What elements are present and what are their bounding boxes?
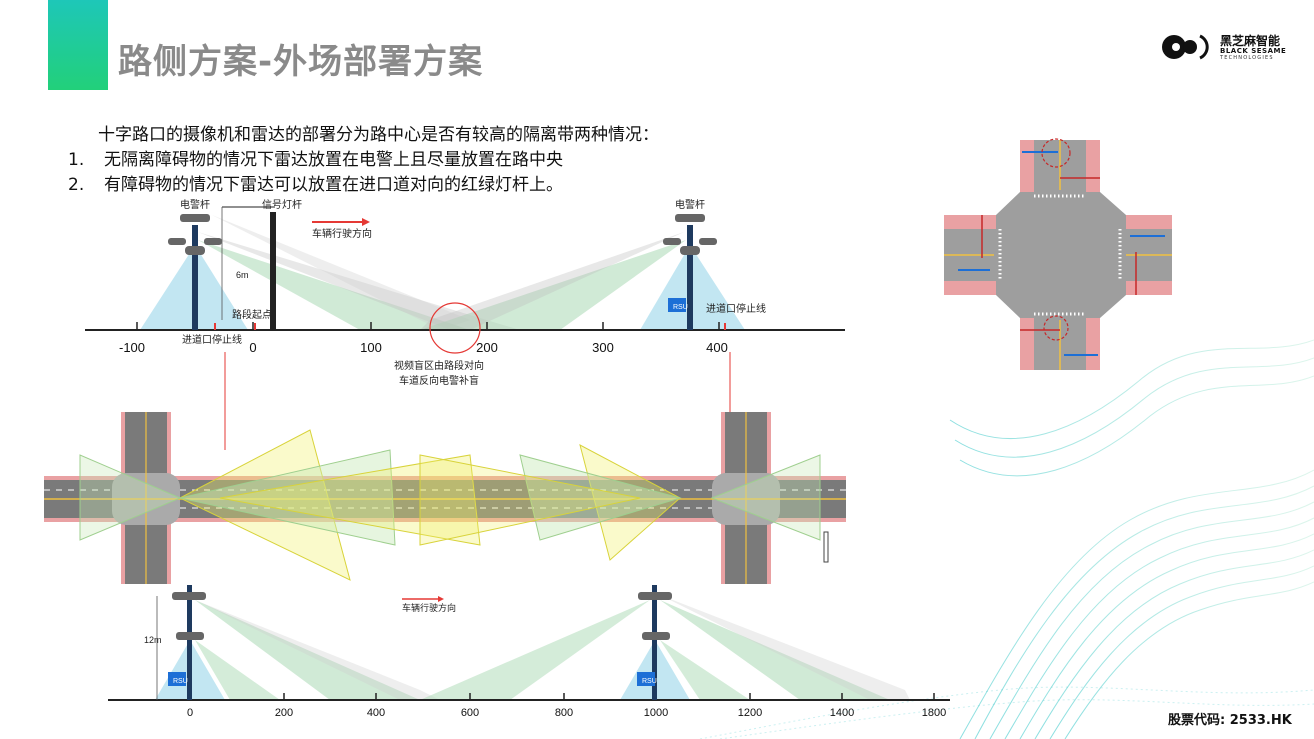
axis-tick-label: 400: [706, 340, 728, 355]
segment-start-label: 路段起点: [232, 308, 272, 321]
direction-label-bottom: 车辆行驶方向: [402, 602, 456, 613]
coverage-beams: [79, 429, 821, 581]
title-accent-block: [48, 0, 108, 90]
camera-cluster-bottom-right: [638, 592, 672, 640]
svg-text:RSU: RSU: [173, 678, 188, 685]
list-item: 2.有障碍物的情况下雷达可以放置在进口道对向的红绿灯杆上。: [68, 175, 563, 195]
axis-tick-label: 100: [360, 340, 382, 355]
axis-tick-label: 200: [275, 707, 293, 719]
rsu-icon: [168, 672, 186, 686]
axis-tick-label: 0: [187, 707, 193, 719]
axis-tick-label: 1000: [644, 707, 668, 719]
rsu-icon: [668, 298, 686, 312]
coverage-cones-bottom: [155, 595, 910, 700]
height-label-bottom: 12m: [144, 635, 162, 645]
list-item: 1.无隔离障碍物的情况下雷达放置在电警上且尽量放置在路中央: [68, 150, 563, 170]
svg-text:RSU: RSU: [673, 304, 688, 311]
height-label: 6m: [236, 270, 249, 280]
stopline-label-left: 进道口停止线: [182, 333, 242, 346]
radar-position-marker: [1043, 315, 1069, 341]
axis-tick-label: 300: [592, 340, 614, 355]
logo-text-cn: 黑芝麻智能: [1220, 34, 1281, 48]
logo-text-en: BLACK SESAME: [1220, 47, 1287, 55]
blind-note-line-2: 车道反向电警补盲: [399, 374, 479, 387]
rsu-icon: [637, 672, 655, 686]
axis-tick-label: 1200: [738, 707, 762, 719]
page-title: 路侧方案-外场部署方案: [118, 42, 484, 82]
direction-arrow-icon: [438, 596, 444, 602]
stock-code: 股票代码: 2533.HK: [1168, 713, 1292, 728]
logo-text-sub: TECHNOLOGIES: [1220, 55, 1274, 61]
svg-text:RSU: RSU: [642, 678, 657, 685]
axis-tick-label: 1800: [922, 707, 946, 719]
direction-arrow-icon: [362, 218, 370, 226]
pole-label-right: 电警杆: [675, 198, 705, 211]
camera-cluster-left: [168, 214, 222, 255]
pole-label: 电警杆: [180, 198, 210, 211]
intro-text: 十字路口的摄像机和雷达的部署分为路中心是否有较高的隔离带两种情况：: [98, 125, 659, 145]
company-logo: 黑芝麻智能 BLACK SESAME TECHNOLOGIES: [1160, 30, 1290, 64]
blind-zone-marker: [429, 302, 481, 354]
axis-tick-label: 400: [367, 707, 385, 719]
radar-position-marker: [1041, 138, 1071, 168]
stopline-label-right: 进道口停止线: [706, 302, 766, 315]
axis-tick-label: 600: [461, 707, 479, 719]
deployment-points: 1.无隔离障碍物的情况下雷达放置在电警上且尽量放置在路中央 2.有障碍物的情况下…: [68, 145, 563, 195]
axis-tick-label: 0: [249, 340, 256, 355]
camera-cluster-bottom-left: [172, 592, 206, 640]
axis-tick-label: 800: [555, 707, 573, 719]
direction-label: 车辆行驶方向: [312, 227, 372, 240]
logo-icon: [1162, 34, 1209, 60]
axis-tick-label: 1400: [830, 707, 854, 719]
camera-cluster-right: [663, 214, 717, 255]
blind-note-line-1: 视频盲区由路段对向: [394, 359, 484, 372]
signal-pole-label: 信号灯杆: [262, 199, 302, 211]
axis-tick-label: -100: [119, 340, 145, 355]
axis-tick-label: 200: [476, 340, 498, 355]
